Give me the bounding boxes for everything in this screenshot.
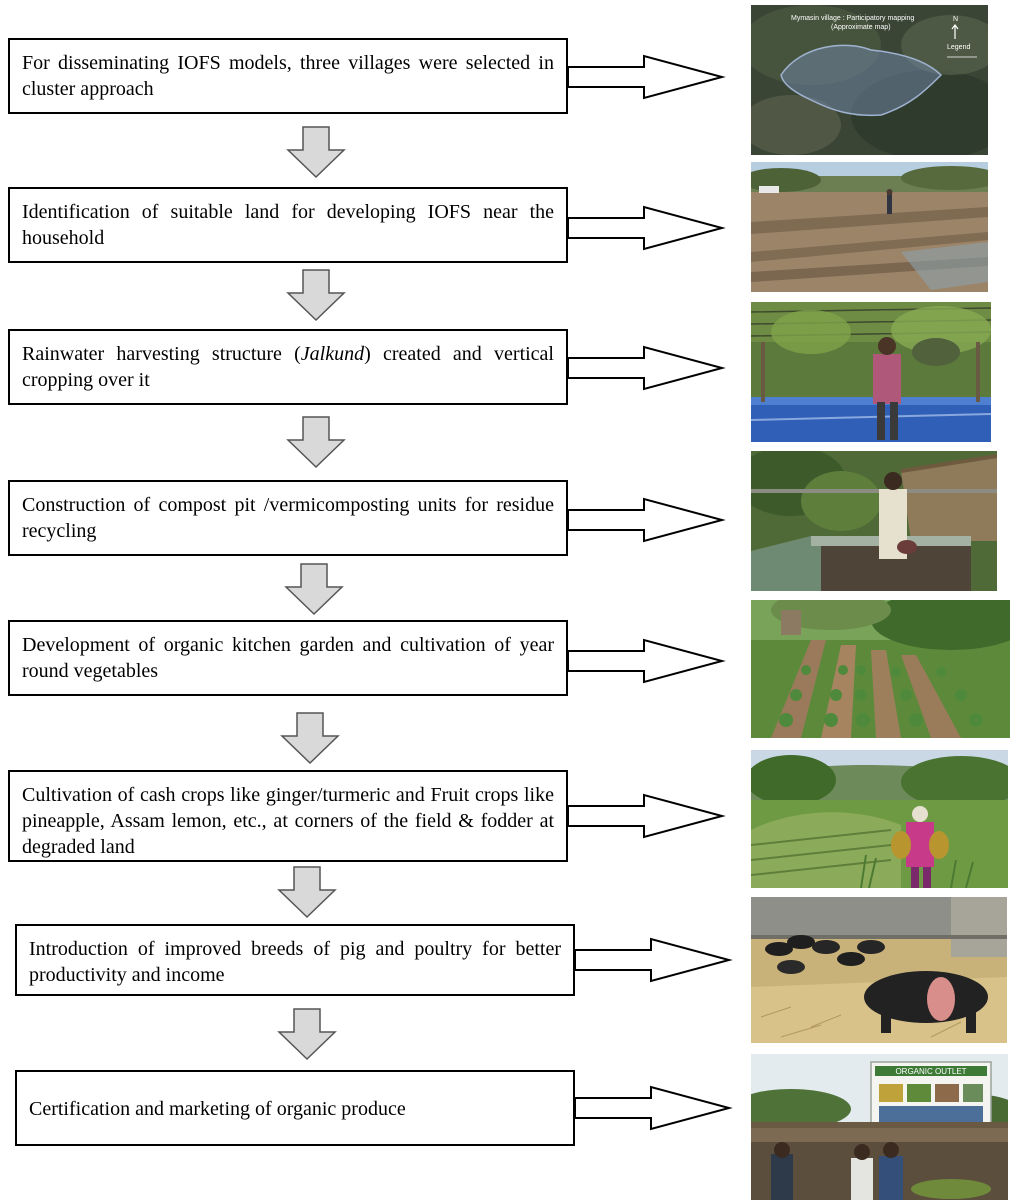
step-text-3-post: ) created and vertical cropping over it xyxy=(22,343,554,391)
photo-organic-outlet: ORGANIC OUTLET xyxy=(751,1054,1008,1200)
step-text-5: Development of organic kitchen garden an… xyxy=(22,634,554,682)
step-box-2: Identification of suitable land for deve… xyxy=(8,187,568,263)
right-arrow-5 xyxy=(567,638,726,684)
step-box-4: Construction of compost pit /vermicompos… xyxy=(8,480,568,556)
step-text-3-em: Jalkund xyxy=(300,343,365,365)
right-arrow-4 xyxy=(567,497,726,543)
north-arrow-icon xyxy=(951,24,959,39)
step-text-4: Construction of compost pit /vermicompos… xyxy=(22,494,554,542)
step-box-5: Development of organic kitchen garden an… xyxy=(8,620,568,696)
map-north-label: N xyxy=(953,16,958,23)
photo-pigs xyxy=(751,897,1007,1043)
step-text-8: Certification and marketing of organic p… xyxy=(29,1098,406,1120)
step-box-3: Rainwater harvesting structure (Jalkund)… xyxy=(8,329,568,405)
right-arrow-8 xyxy=(574,1085,733,1131)
down-arrow-2 xyxy=(286,269,346,322)
step-text-7: Introduction of improved breeds of pig a… xyxy=(29,938,561,986)
photo-kitchen-garden xyxy=(751,600,1010,738)
map-title: Mymasin village : Participatory mapping xyxy=(791,15,914,22)
right-arrow-2 xyxy=(567,205,726,251)
right-arrow-6 xyxy=(567,793,726,839)
map-legend: Legend xyxy=(947,44,970,51)
step-box-6: Cultivation of cash crops like ginger/tu… xyxy=(8,770,568,862)
map-subtitle: (Approximate map) xyxy=(831,24,891,31)
photo-cash-crops xyxy=(751,750,1008,888)
right-arrow-1 xyxy=(567,54,726,100)
step-text-1: For disseminating IOFS models, three vil… xyxy=(22,52,554,100)
step-text-3-pre: Rainwater harvesting structure ( xyxy=(22,343,301,365)
step-text-6: Cultivation of cash crops like ginger/tu… xyxy=(22,784,554,858)
photo-village-map: Mymasin village : Participatory mapping … xyxy=(751,5,988,155)
down-arrow-4 xyxy=(284,563,344,616)
down-arrow-6 xyxy=(277,866,337,919)
photo-land xyxy=(751,162,988,292)
step-box-7: Introduction of improved breeds of pig a… xyxy=(15,924,575,996)
step-text-2: Identification of suitable land for deve… xyxy=(22,201,554,249)
photo-compost xyxy=(751,451,997,591)
down-arrow-5 xyxy=(280,712,340,765)
step-box-8: Certification and marketing of organic p… xyxy=(15,1070,575,1146)
outlet-sign-text: ORGANIC OUTLET xyxy=(895,1067,966,1076)
photo-jalkund xyxy=(751,302,991,442)
right-arrow-3 xyxy=(567,345,726,391)
step-box-1: For disseminating IOFS models, three vil… xyxy=(8,38,568,114)
right-arrow-7 xyxy=(574,937,733,983)
down-arrow-7 xyxy=(277,1008,337,1061)
down-arrow-3 xyxy=(286,416,346,469)
down-arrow-1 xyxy=(286,126,346,179)
